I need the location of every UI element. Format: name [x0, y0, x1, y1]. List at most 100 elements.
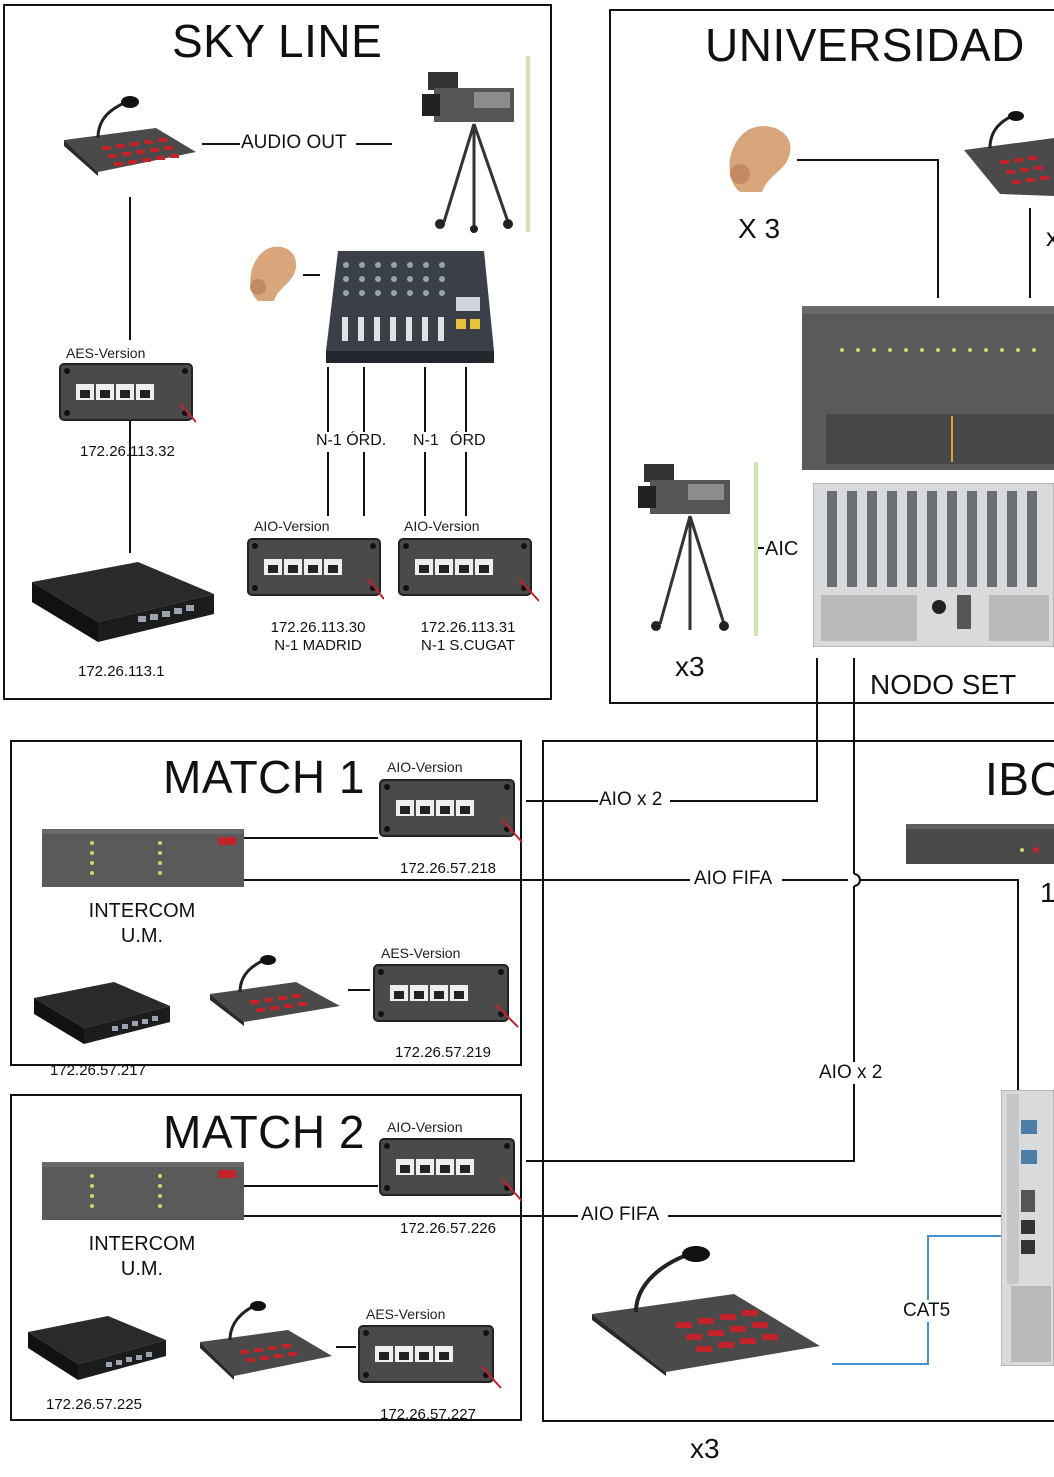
desk-mic-icon — [64, 96, 196, 176]
m1-aes-ip: 172.26.57.219 — [395, 1044, 491, 1061]
sky-aes-version-label: AES-Version — [66, 345, 146, 361]
desk-mic-icon — [210, 955, 340, 1026]
ibc-title: IBC — [985, 753, 1054, 805]
sky-aio2-ip: 172.26.113.31 N-1 S.CUGAT — [402, 619, 534, 655]
link-cat5: CAT5 — [902, 1300, 952, 1322]
m2-intercom-rack — [42, 1162, 244, 1220]
match1-box — [10, 740, 522, 1066]
router-icon — [28, 1316, 166, 1380]
broadcast-camera — [404, 52, 544, 234]
rack-frame-icon — [802, 306, 1054, 470]
universidad-title: UNIVERSIDAD — [705, 19, 1025, 71]
sky-aes-ip: 172.26.113.32 — [80, 443, 175, 460]
m2-aes-ip: 172.26.57.227 — [380, 1406, 476, 1423]
m1-desk-microphone — [206, 954, 342, 1026]
desk-microphone-panel — [58, 94, 200, 176]
univ-matrix-frame — [802, 306, 1054, 470]
interface-box-icon — [358, 1325, 502, 1389]
m2-aes-interface — [357, 1324, 503, 1390]
ibc-count-cut: 1 — [1040, 877, 1054, 908]
ibc-box — [542, 740, 1054, 1422]
sky-n1-right-label: N-1 — [412, 432, 440, 450]
m1-aes-interface — [372, 963, 520, 1029]
node-panel-icon — [812, 482, 1054, 648]
sky-aio1-ip-text: 172.26.113.30 — [270, 619, 366, 636]
ibc-node-chassis — [1000, 1089, 1054, 1367]
univ-hearing-count: X 3 — [738, 213, 781, 244]
ibc-desk-microphone-panel — [586, 1246, 822, 1376]
link-aio-fifa-1: AIO FIFA — [693, 868, 774, 890]
audio-mixer — [324, 247, 496, 365]
desk-mic-icon — [592, 1246, 820, 1376]
link-aio-x2-top: AIO x 2 — [598, 789, 664, 811]
m2-aes-version-label: AES-Version — [366, 1306, 446, 1322]
link-aio-x2-mid: AIO x 2 — [818, 1062, 884, 1084]
m1-router — [30, 976, 172, 1048]
match1-title: MATCH 1 — [163, 751, 365, 803]
sky-n1-ord-left-label: N-1 ÓRD. — [315, 432, 388, 450]
camera-icon — [422, 56, 530, 233]
sky-ord-right-label: ÓRD — [449, 432, 487, 450]
sky-router-ip: 172.26.113.1 — [78, 663, 165, 680]
rack-unit-icon — [906, 824, 1054, 864]
hearing-aid-icon — [250, 246, 297, 301]
m1-um-text: U.M. — [120, 925, 164, 947]
sky-router — [28, 554, 218, 646]
sky-aio2-ip-text: 172.26.113.31 — [420, 619, 516, 636]
router-icon — [34, 982, 170, 1044]
sky-aio2-version-label: AIO-Version — [404, 518, 480, 534]
rack-unit-icon — [42, 1162, 244, 1220]
m2-intercom-label: INTERCOM U.M. — [70, 1232, 214, 1282]
univ-side-count-cut: x — [1046, 222, 1054, 252]
match2-box — [10, 1094, 522, 1421]
m2-desk-microphone — [196, 1298, 334, 1380]
interface-box-icon — [247, 538, 385, 600]
rack-unit-icon — [42, 829, 244, 887]
mixer-icon — [326, 251, 494, 363]
link-aio-fifa-2: AIO FIFA — [580, 1204, 661, 1226]
desk-mic-icon — [964, 111, 1054, 196]
node-chassis-icon — [1000, 1089, 1054, 1367]
univ-earpiece — [722, 122, 798, 196]
sky-line-title: SKY LINE — [172, 15, 383, 67]
interface-box-icon — [379, 1138, 523, 1202]
m1-aio-interface — [378, 778, 524, 844]
router-icon — [32, 562, 214, 642]
sky-line-box — [3, 4, 552, 700]
sky-aio2-interface — [397, 537, 540, 603]
sky-aio1-name-text: N-1 MADRID — [274, 637, 362, 654]
match2-title: MATCH 2 — [163, 1106, 365, 1158]
universidad-box — [609, 9, 1054, 704]
m2-intercom-text: INTERCOM — [88, 1233, 196, 1255]
m2-aio-version-label: AIO-Version — [387, 1119, 463, 1135]
m1-router-ip: 172.26.57.217 — [50, 1062, 146, 1079]
univ-camera — [630, 460, 768, 638]
m1-aio-version-label: AIO-Version — [387, 759, 463, 775]
sky-aio1-interface — [246, 537, 385, 601]
m2-router — [24, 1310, 168, 1384]
univ-camera-count: x3 — [675, 651, 705, 682]
m2-aio-interface — [378, 1137, 524, 1203]
univ-node-panel — [812, 482, 1054, 648]
interface-box-icon — [373, 964, 519, 1028]
interface-box-icon — [379, 779, 523, 843]
sky-aes-interface — [58, 362, 197, 424]
m2-router-ip: 172.26.57.225 — [46, 1396, 142, 1413]
m1-aes-version-label: AES-Version — [381, 945, 461, 961]
camera-icon — [638, 462, 758, 636]
univ-aio-partial-label: AIC — [764, 538, 800, 561]
earpiece — [244, 243, 302, 305]
sky-aio1-version-label: AIO-Version — [254, 518, 330, 534]
m1-intercom-label: INTERCOM U.M. — [70, 899, 214, 949]
desk-mic-icon — [200, 1301, 332, 1380]
m1-aio-ip: 172.26.57.218 — [400, 860, 496, 877]
bottom-count: x3 — [690, 1433, 720, 1464]
ibc-rack-unit — [906, 824, 1054, 864]
m2-aio-ip: 172.26.57.226 — [400, 1220, 496, 1237]
interface-box-icon — [398, 538, 540, 602]
interface-box-icon — [59, 363, 197, 423]
univ-node-label: NODO SET — [870, 669, 1017, 700]
m1-intercom-text: INTERCOM — [88, 900, 196, 922]
m2-um-text: U.M. — [120, 1258, 164, 1280]
